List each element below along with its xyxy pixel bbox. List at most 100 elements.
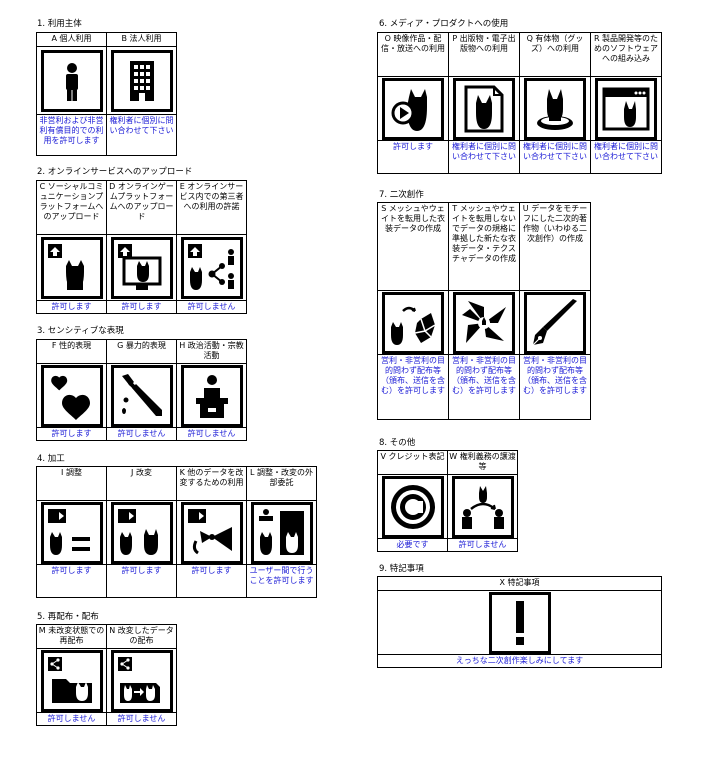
item-header: T メッシュやウェイトを転用しないでデータの規格に準拠した新たな衣装データ・テク…	[449, 203, 519, 291]
item-f: F 性的表現 許可します	[37, 340, 107, 440]
share-network-icon	[180, 236, 243, 299]
item-status: 許可しません	[117, 429, 166, 438]
item-status: 許可します	[121, 302, 162, 311]
item-status: えっちな二次創作楽しみにしてます	[455, 656, 584, 665]
section-title: 7. 二次創作	[379, 190, 424, 200]
item-status: 権利者に個別に問い合わせて下さい	[109, 116, 174, 135]
item-status: 許可します	[191, 566, 232, 575]
item-v: V クレジット表記 必要です	[378, 451, 448, 551]
item-status: 営利・非営利の目的問わず配布等（頒布、送信を含む）を許可します	[381, 356, 445, 395]
section-title: 2. オンラインサービスへのアップロード	[37, 167, 193, 177]
item-header: B 法人利用	[107, 33, 176, 47]
item-status: 許可しません	[47, 714, 96, 723]
item-w: W 権利義務の譲渡等 許可しません	[448, 451, 518, 551]
item-u: U データをモチーフにした二次的著作物（いわゆる二次創作）の作成 営利・非営利の…	[520, 203, 591, 419]
item-p: P 出版物・電子出版物への利用 権利者に個別に問い合わせて下さい	[449, 33, 520, 173]
item-header: J 改変	[107, 467, 176, 501]
item-header: X 特記事項	[378, 577, 661, 591]
item-header: M 未改変状態での再配布	[37, 625, 106, 649]
item-r: R 製品開発等のためのソフトウェアへの組み込み 権利者に個別に問い合わせて下さい	[591, 33, 662, 173]
section-title: 8. その他	[379, 438, 416, 448]
item-header: C ソーシャルコミュニケーションプラットフォームへのアップロード	[37, 181, 106, 235]
adjust-icon	[40, 501, 103, 564]
item-o: O 映像作品・配信・放送への利用 許可します	[378, 33, 449, 173]
item-header: R 製品開発等のためのソフトウェアへの組み込み	[591, 33, 661, 77]
item-status: 許可しません	[458, 540, 507, 549]
item-k: K 他のデータを改変するための利用 許可します	[177, 467, 247, 597]
item-l: L 調整・改変の外部委託 ユーザー間で行うことを許可します	[247, 467, 317, 597]
building-icon	[110, 49, 173, 112]
item-header: K 他のデータを改変するための利用	[177, 467, 246, 501]
item-header: Q 有体物（グッズ）への利用	[520, 33, 590, 77]
item-status: 許可します	[393, 142, 433, 151]
video-icon	[382, 77, 444, 140]
item-status: ユーザー間で行うことを許可します	[249, 566, 314, 585]
item-header: I 調整	[37, 467, 106, 501]
item-j: J 改変 許可します	[107, 467, 177, 597]
item-t: T メッシュやウェイトを転用しないでデータの規格に準拠した新たな衣装データ・テク…	[449, 203, 520, 419]
bow-icon	[180, 501, 243, 564]
item-header: P 出版物・電子出版物への利用	[449, 33, 519, 77]
item-header: L 調整・改変の外部委託	[247, 467, 316, 501]
costume-icon	[382, 291, 444, 354]
item-status: 権利者に個別に問い合わせて下さい	[523, 142, 587, 161]
item-d: D オンラインゲームプラットフォームへのアップロード 許可します	[107, 181, 177, 313]
item-header: V クレジット表記	[378, 451, 447, 475]
item-c: C ソーシャルコミュニケーションプラットフォームへのアップロード 許可します	[37, 181, 107, 313]
item-header: G 暴力的表現	[107, 340, 176, 364]
person-icon	[40, 49, 103, 112]
item-header: U データをモチーフにした二次的著作物（いわゆる二次創作）の作成	[520, 203, 590, 291]
item-header: F 性的表現	[37, 340, 106, 364]
knife-icon	[110, 364, 173, 427]
goods-icon	[524, 77, 586, 140]
section-title: 3. センシティブな表現	[37, 326, 124, 336]
publication-icon	[453, 77, 515, 140]
transfer-icon	[451, 475, 514, 538]
item-status: 許可します	[51, 302, 92, 311]
item-status: 許可しません	[117, 714, 166, 723]
section-title: 1. 利用主体	[37, 19, 82, 29]
item-header: D オンラインゲームプラットフォームへのアップロード	[107, 181, 176, 235]
item-header: N 改変したデータの配布	[107, 625, 176, 649]
item-h: H 政治活動・宗教活動 許可しません	[177, 340, 247, 440]
item-b: B 法人利用 権利者に個別に問い合わせて下さい	[107, 33, 177, 155]
section-title: 4. 加工	[37, 454, 65, 464]
section-title: 6. メディア・プロダクトへの使用	[379, 19, 509, 29]
item-status: 許可しません	[187, 429, 236, 438]
exclamation-icon	[488, 591, 551, 654]
item-header: E オンラインサービス内での第三者への利用の許諾	[177, 181, 246, 235]
item-status: 許可します	[121, 566, 162, 575]
outsource-icon	[250, 501, 313, 564]
item-header: H 政治活動・宗教活動	[177, 340, 246, 364]
hearts-icon	[40, 364, 103, 427]
pen-nib-icon	[524, 291, 586, 354]
item-status: 営利・非営利の目的問わず配布等（頒布、送信を含む）を許可します	[452, 356, 516, 395]
item-a: A 個人利用 非営利および非営利有償目的での利用を許可します	[37, 33, 107, 155]
item-x: X 特記事項 えっちな二次創作楽しみにしてます	[378, 577, 662, 667]
redistribute-icon	[40, 649, 103, 712]
item-n: N 改変したデータの配布 許可しません	[107, 625, 177, 725]
item-header: W 権利義務の譲渡等	[448, 451, 517, 475]
item-status: 必要です	[396, 540, 429, 549]
copyright-icon	[381, 475, 444, 538]
item-status: 営利・非営利の目的問わず配布等（頒布、送信を含む）を許可します	[523, 356, 587, 395]
upload-icon	[40, 236, 103, 299]
item-status: 許可しません	[187, 302, 236, 311]
modified-distribute-icon	[110, 649, 173, 712]
item-status: 許可します	[51, 566, 92, 575]
modify-icon	[110, 501, 173, 564]
section-title: 5. 再配布・配布	[37, 612, 99, 622]
item-g: G 暴力的表現 許可しません	[107, 340, 177, 440]
item-status: 権利者に個別に問い合わせて下さい	[452, 142, 516, 161]
item-i: I 調整 許可します	[37, 467, 107, 597]
software-icon	[595, 77, 657, 140]
game-upload-icon	[110, 236, 173, 299]
item-header: S メッシュやウェイトを転用した衣装データの作成	[378, 203, 448, 291]
section-title: 9. 特記事項	[379, 564, 424, 574]
item-header: A 個人利用	[37, 33, 106, 47]
item-m: M 未改変状態での再配布 許可しません	[37, 625, 107, 725]
podium-icon	[180, 364, 243, 427]
item-status: 権利者に個別に問い合わせて下さい	[594, 142, 658, 161]
texture-icon	[453, 291, 515, 354]
item-q: Q 有体物（グッズ）への利用 権利者に個別に問い合わせて下さい	[520, 33, 591, 173]
